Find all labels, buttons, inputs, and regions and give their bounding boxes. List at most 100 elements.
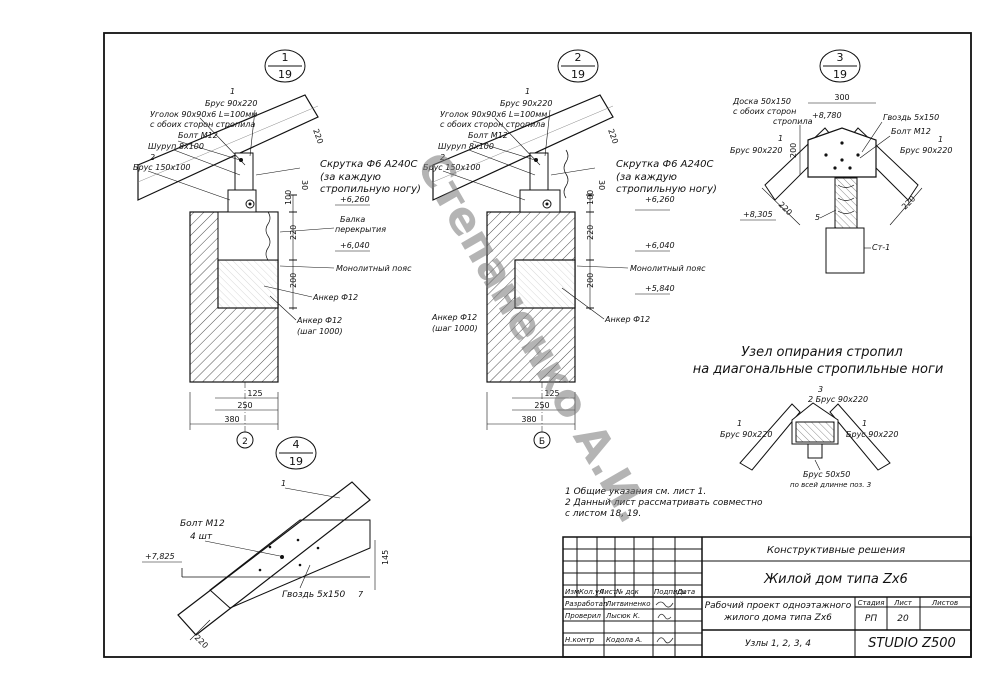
stamp-project: Жилой дом типа Zх6 — [763, 572, 908, 587]
diagonal-num-1a: 1 — [737, 419, 742, 428]
stamp-h-izm: Изм — [565, 588, 580, 596]
node-1-dim-200: 200 — [289, 273, 298, 288]
stamp-sheet: 20 — [897, 614, 909, 624]
node-3-doska-2: с обоих сторон — [733, 107, 796, 116]
node-3: 3 19 300 200 220 220 Доска 50х150 с обои… — [730, 49, 952, 274]
stamp-stadia: РП — [865, 614, 877, 624]
node-1-monolit: Монолитный пояс — [336, 264, 412, 273]
node-2-dim-125: 125 — [544, 389, 559, 398]
node-2-axis: Б — [539, 437, 545, 447]
node-2-elev-5840: +5,840 — [645, 284, 675, 293]
node-3-number: 3 — [837, 51, 844, 64]
stamp-nodes: Узлы 1, 2, 3, 4 — [745, 639, 811, 649]
note-1: 1 Общие указания см. лист 1. — [565, 487, 706, 497]
sheet-frame — [103, 32, 972, 658]
node-2-elev-6040: +6,040 — [645, 241, 675, 250]
node-3-sheet: 19 — [833, 68, 847, 81]
node-1-brus-top: Брус 90х220 — [205, 99, 257, 108]
node-2-leader-1: 1 — [525, 87, 530, 96]
node-2-shurup: Шуруп 8х100 — [438, 142, 494, 151]
node-4-gvozd: Гвоздь 5х150 — [282, 590, 346, 600]
diagonal-brus-50: Брус 50х50 — [803, 470, 850, 479]
node-2-leader-2: 2 — [440, 153, 445, 162]
title-block-text: Конструктивные решения Жилой дом типа Zх… — [565, 545, 958, 651]
stamp-h-ndok: № док — [615, 588, 640, 596]
node-2-dim-200: 200 — [586, 273, 595, 288]
node-3-doska: Доска 50х150 — [732, 97, 791, 106]
node-3-dim-220a: 220 — [777, 200, 794, 217]
signature-3 — [656, 637, 674, 644]
node-4-elev: +7,825 — [145, 552, 175, 561]
node-1-anker-2: Анкер Ф12 — [296, 316, 342, 325]
node-2-skrutka-3: стропильную ногу) — [616, 184, 717, 195]
diagonal-title-2: на диагональные стропильные ноги — [693, 362, 944, 377]
diagonal-num-3: 3 — [818, 385, 823, 394]
node-2-shag: (шаг 1000) — [432, 324, 478, 333]
node-4-num-7: 7 — [358, 590, 364, 599]
node-2-bolt: Болт М12 — [468, 131, 508, 140]
stamp-h-data: Дата — [676, 588, 695, 596]
stamp-h-stadia: Стадия — [858, 599, 885, 607]
diagonal-brus-top: 2 Брус 90х220 — [808, 395, 868, 404]
note-2: 2 Данный лист рассматривать совместно — [565, 498, 763, 508]
signature-2 — [657, 613, 672, 620]
diagonal-brus-50-note: по всей длинне поз. 3 — [790, 481, 871, 489]
node-1-balka: Балка — [340, 215, 365, 224]
node-3-brus-right: Брус 90х220 — [900, 146, 952, 155]
stamp-h-kol: Кол.уч — [579, 588, 603, 596]
node-3-num-1a: 1 — [778, 134, 783, 143]
node-1-leader-1: 1 — [230, 87, 235, 96]
node-3-num-5: 5 — [815, 213, 820, 222]
node-1: 1 19 30 100 220 200 220 — [133, 49, 421, 449]
node-2-skrutka-2: (за каждую — [616, 172, 677, 183]
stamp-r3-role: Н.контр — [565, 636, 595, 644]
node-2-dim-30: 30 — [597, 180, 606, 190]
node-4-num-1: 1 — [281, 479, 286, 488]
node-2-number: 2 — [575, 51, 582, 64]
node-3-dim-200: 200 — [789, 143, 798, 158]
node-1-leader-2: 2 — [150, 153, 155, 162]
node-2-ugolok: Уголок 90х90х6 L=100мм — [440, 110, 547, 119]
node-2-elev-6260: +6,260 — [645, 195, 675, 204]
node-3-num-1b: 1 — [938, 135, 943, 144]
node-1-shurup: Шуруп 8х100 — [148, 142, 204, 151]
note-3: с листом 18, 19. — [565, 509, 641, 519]
node-1-elev-6260: +6,260 — [340, 195, 370, 204]
stamp-r3-name: Кодола А. — [606, 636, 642, 644]
node-1-dim-125: 125 — [247, 389, 262, 398]
stamp-r1-name: Литвиненко — [605, 600, 651, 608]
node-3-dim-300: 300 — [834, 93, 849, 102]
stamp-desc-2: жилого дома типа Zх6 — [723, 613, 832, 623]
node-2-dim-220-top: 220 — [606, 128, 620, 145]
node-2-ugolok-2: с обоих сторон стропила — [440, 120, 545, 129]
node-1-skrutka-3: стропильную ногу) — [320, 184, 421, 195]
node-2-dim-100: 100 — [586, 190, 595, 205]
node-2-anker-2: Анкер Ф12 — [431, 313, 477, 322]
node-1-skrutka-2: (за каждую — [320, 172, 381, 183]
diagonal-num-1b: 1 — [862, 419, 867, 428]
node-1-dim-380: 380 — [224, 415, 239, 424]
node-1-dim-220: 220 — [289, 225, 298, 240]
node-1-dim-30: 30 — [300, 180, 309, 190]
stamp-r1-role: Разработал — [565, 600, 608, 608]
node-3-doska-3: стропила — [773, 117, 813, 126]
node-3-brus-left: Брус 90х220 — [730, 146, 782, 155]
signature-1 — [655, 601, 674, 608]
node-1-ugolok-2: с обоих сторон стропила — [150, 120, 255, 129]
node-4-bolt: Болт М12 — [180, 519, 225, 529]
stamp-studio: STUDIO Z500 — [868, 636, 956, 651]
node-4-number: 4 — [293, 438, 300, 451]
node-3-gvozd: Гвоздь 5х150 — [883, 113, 939, 122]
diagonal-title-1: Узел опирания стропил — [741, 345, 902, 360]
node-2: 2 19 30 100 220 200 220 125 250 — [423, 49, 717, 449]
stamp-section: Конструктивные решения — [767, 545, 905, 556]
node-2-brus-top: Брус 90х220 — [500, 99, 552, 108]
node-4-sht: 4 шт — [190, 532, 213, 542]
node-2-sheet: 19 — [571, 68, 585, 81]
diagonal-brus-right: Брус 90х220 — [846, 430, 898, 439]
node-1-sheet: 19 — [278, 68, 292, 81]
node-1-bolt: Болт М12 — [178, 131, 218, 140]
node-4-sheet: 19 — [289, 455, 303, 468]
node-3-bolt: Болт М12 — [891, 127, 931, 136]
